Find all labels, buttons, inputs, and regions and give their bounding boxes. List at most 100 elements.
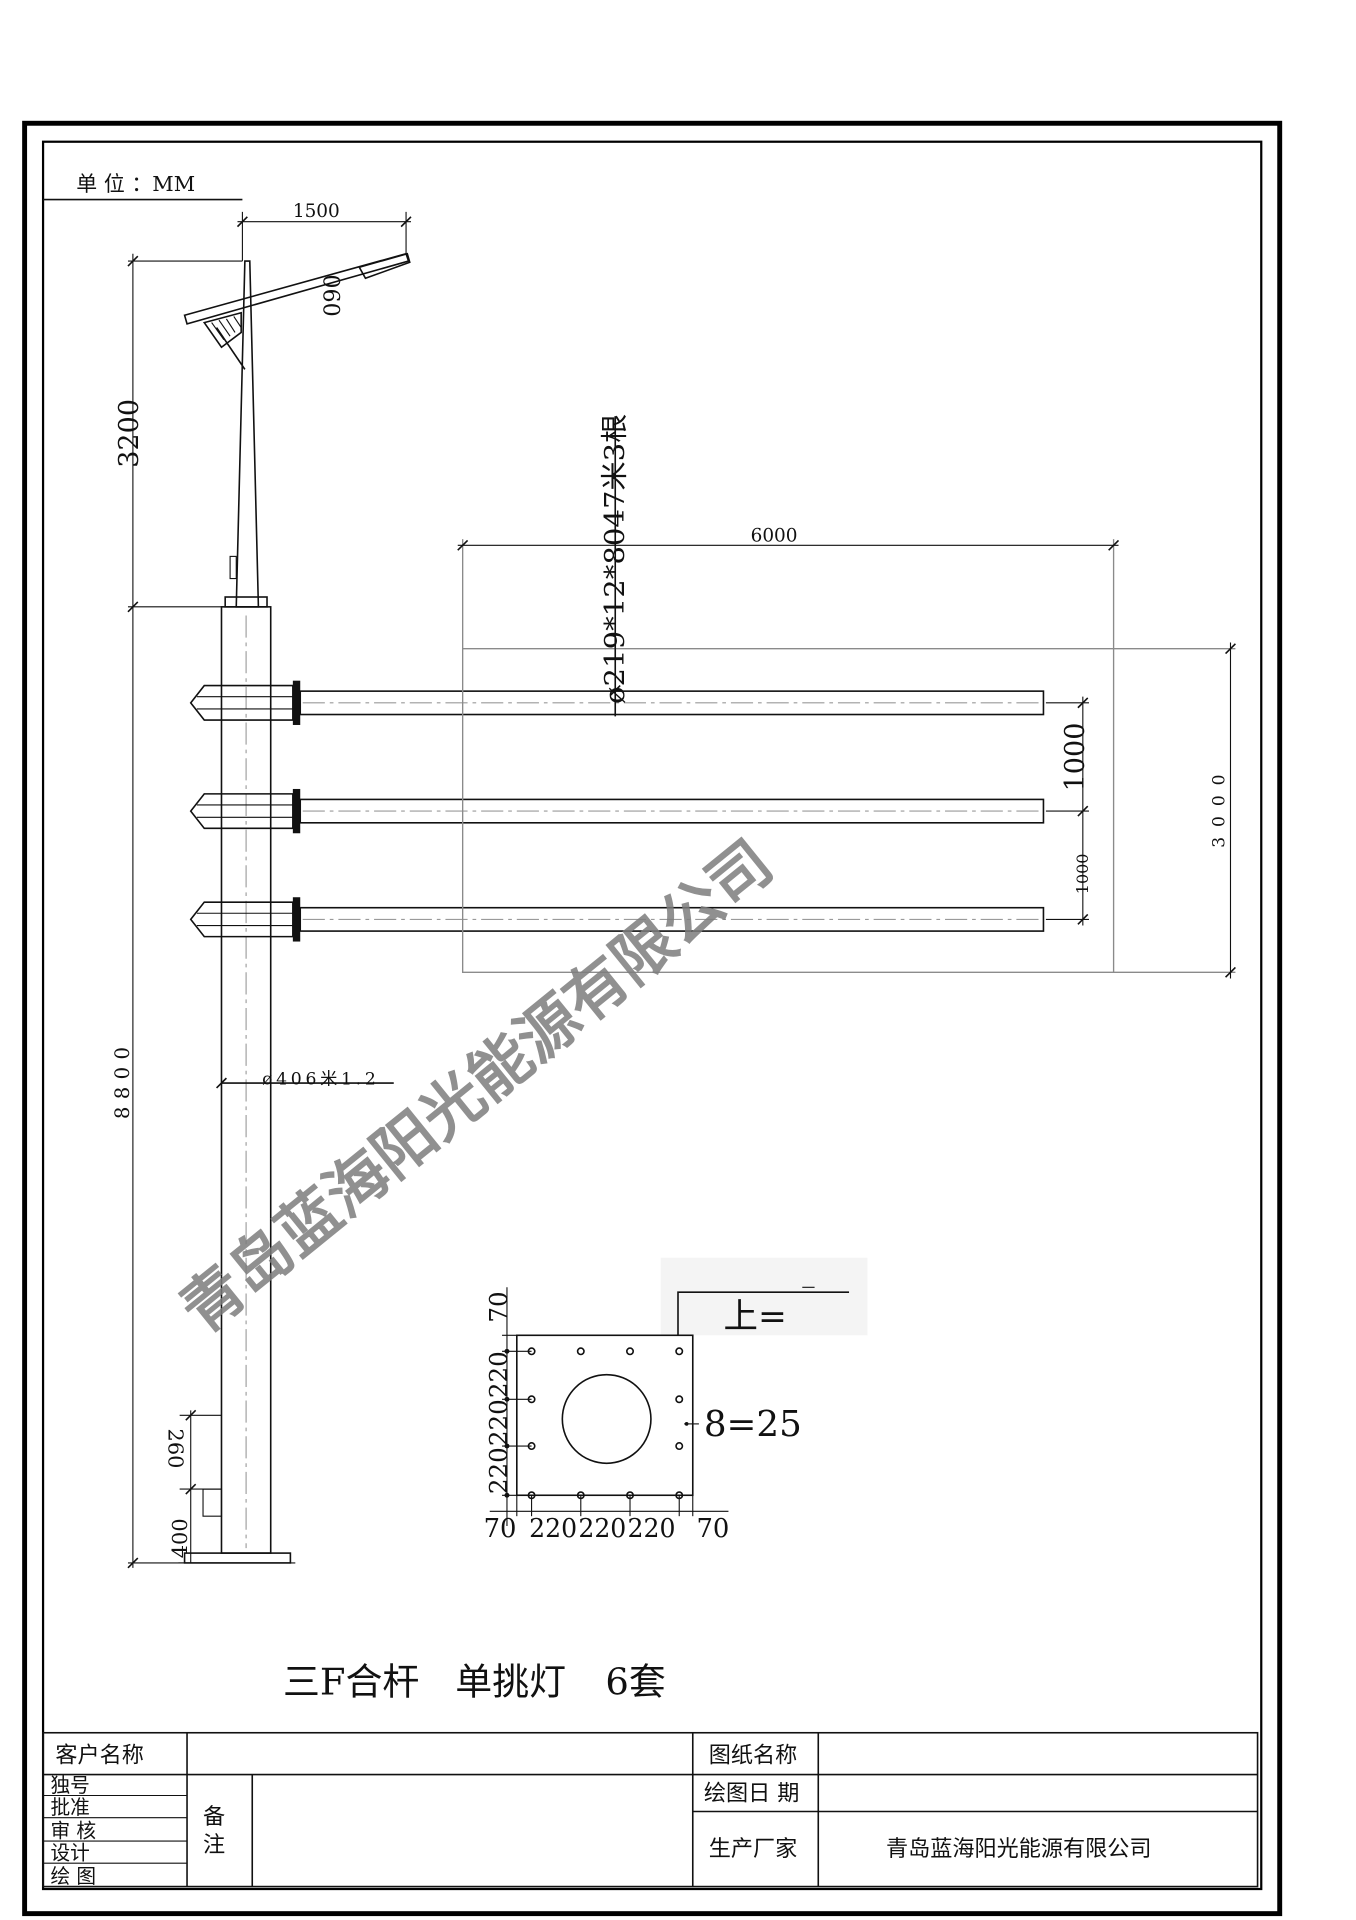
bolt-spec-label: 8=25 bbox=[704, 1404, 802, 1445]
pole-hole bbox=[561, 1373, 652, 1465]
outer-border bbox=[22, 120, 1283, 1917]
lamp-arm-beam bbox=[183, 252, 410, 325]
manufacturer-name: 青岛蓝海阳光能源有限公司 bbox=[886, 1836, 1151, 1862]
dimension-tick bbox=[1077, 913, 1089, 925]
lamp-head bbox=[358, 252, 411, 280]
dimension-dot bbox=[504, 1396, 510, 1402]
title-quantity: 6套 bbox=[605, 1661, 665, 1704]
dimension-tick bbox=[1225, 643, 1236, 655]
cross-arm-3 bbox=[189, 897, 1045, 942]
manufacturer-label: 生产厂家 bbox=[709, 1836, 797, 1862]
arm-flange bbox=[292, 680, 301, 725]
dimension-tick bbox=[185, 1409, 197, 1421]
arm-collar bbox=[189, 901, 294, 938]
bolt-hole bbox=[626, 1347, 635, 1356]
dimension-base: 260 400 bbox=[164, 1409, 222, 1563]
cross-arm-2 bbox=[189, 788, 1045, 834]
plate-dim-bottom: 70 bbox=[484, 1514, 517, 1544]
designed-label: 设计 bbox=[50, 1841, 89, 1864]
dimension-height: 3200 8800 bbox=[111, 253, 243, 1569]
thickness-leader bbox=[677, 1291, 850, 1336]
pole-elevation bbox=[178, 260, 296, 1564]
plate-dim-bottom: 70 bbox=[696, 1514, 729, 1544]
dimension-tick bbox=[400, 216, 412, 228]
dimension-tick bbox=[1225, 966, 1236, 978]
dim-400-label: 400 bbox=[168, 1518, 192, 1558]
dim-260-label: 260 bbox=[164, 1429, 188, 1469]
dimension-tick bbox=[185, 1483, 197, 1495]
dim-1000-label: 1000 bbox=[1060, 723, 1091, 792]
pole-spec-label: ø406米1.2 bbox=[262, 1069, 379, 1089]
bolt-hole bbox=[675, 1442, 684, 1451]
arm-collar bbox=[189, 793, 294, 830]
plate-dim-bottom: 220 bbox=[529, 1514, 577, 1544]
arm-tube bbox=[299, 906, 1045, 932]
title-lamp-type: 单挑灯 bbox=[455, 1661, 566, 1704]
cross-arm-1 bbox=[189, 680, 1045, 725]
plate-dim-left: 220 bbox=[484, 1399, 513, 1446]
leader-dot bbox=[684, 1422, 689, 1426]
unit-label: 单 位 ：MM bbox=[76, 172, 195, 196]
inner-border bbox=[41, 140, 1263, 1891]
dimension-tick bbox=[609, 685, 621, 697]
title-product: 三F合杆 bbox=[283, 1661, 419, 1704]
upper-pole-door bbox=[229, 555, 237, 580]
pole-joint-flange bbox=[224, 596, 268, 608]
plate-thickness-label: 上= bbox=[724, 1297, 787, 1337]
dimension-tick bbox=[127, 1557, 139, 1569]
dimension-tick bbox=[1077, 697, 1089, 709]
sign-board-outline bbox=[461, 648, 1115, 973]
drawing-name-label: 图纸名称 bbox=[709, 1742, 797, 1768]
dimension-tick bbox=[1108, 539, 1120, 551]
drawing-title: 三F合杆 单挑灯 6套 bbox=[283, 1661, 666, 1704]
checked-label: 审 核 bbox=[50, 1819, 96, 1842]
dimension-tick bbox=[127, 601, 139, 613]
plate-dim-bottom: 220 bbox=[578, 1514, 626, 1544]
ladder-hatch bbox=[211, 322, 225, 341]
ladder-hatch bbox=[233, 316, 242, 328]
title-block: 客户名称 图纸名称 独号 批准 审 核 设计 绘 图 备 注 绘图日 期 生产厂… bbox=[42, 1731, 1259, 1888]
dimension-dot bbox=[504, 1443, 510, 1449]
dimension-dot bbox=[504, 1348, 510, 1354]
base-plate-detail: 70 220 220 220 70 220 220 220 70 上= 8=25 bbox=[484, 1257, 868, 1544]
title-block-border bbox=[42, 1731, 1259, 1888]
plate-dim-left: 70 bbox=[484, 1291, 513, 1322]
dimension-tick bbox=[457, 539, 469, 551]
unit-box: 单 位 ：MM bbox=[43, 172, 243, 201]
arm-tube bbox=[299, 798, 1045, 824]
dimension-6000: 6000 bbox=[457, 526, 1120, 649]
dimension-3000: 3000 bbox=[1113, 642, 1236, 979]
dimension-tick bbox=[1077, 805, 1089, 817]
dim-3200-label: 3200 bbox=[114, 399, 145, 468]
approved-label: 批准 bbox=[50, 1796, 89, 1819]
remarks-label: 备 bbox=[203, 1804, 225, 1830]
dimension-tick bbox=[216, 1077, 227, 1089]
dim-3000-label: 3000 bbox=[1209, 765, 1229, 848]
dimension-dot bbox=[504, 1492, 510, 1498]
drawing-date-label: 绘图日 期 bbox=[704, 1780, 800, 1806]
arm-flange bbox=[292, 897, 301, 942]
crossarm-spec-label: ø219*12*8047米3根 bbox=[600, 414, 631, 704]
drawn-label: 绘 图 bbox=[50, 1865, 96, 1888]
crossarm-spec-leader: ø219*12*8047米3根 bbox=[600, 414, 631, 717]
plate-dim-left: 220 bbox=[484, 1447, 513, 1494]
base-plate-square bbox=[516, 1334, 694, 1497]
arm-flange bbox=[292, 788, 301, 834]
lamp-bracket bbox=[215, 327, 246, 370]
dim-6000-label: 6000 bbox=[751, 526, 798, 547]
dim-1000-label: 1000 bbox=[1073, 854, 1092, 895]
arm-collar bbox=[189, 684, 294, 721]
dimension-tick bbox=[127, 255, 139, 267]
arm-tube bbox=[299, 690, 1045, 716]
bolt-hole bbox=[675, 1347, 684, 1356]
pole-spec-leader: ø406米1.2 bbox=[216, 1069, 394, 1089]
lamp-arm bbox=[183, 252, 411, 370]
dim-1500-label: 1500 bbox=[293, 201, 340, 222]
dimension-tick bbox=[236, 216, 248, 228]
remarks-label: 注 bbox=[203, 1832, 225, 1858]
plate-dim-left: 220 bbox=[484, 1351, 513, 1398]
ladder-hatch bbox=[225, 318, 236, 333]
dim-8800-label: 8800 bbox=[111, 1040, 134, 1120]
solar-panel-ladder bbox=[202, 311, 242, 349]
